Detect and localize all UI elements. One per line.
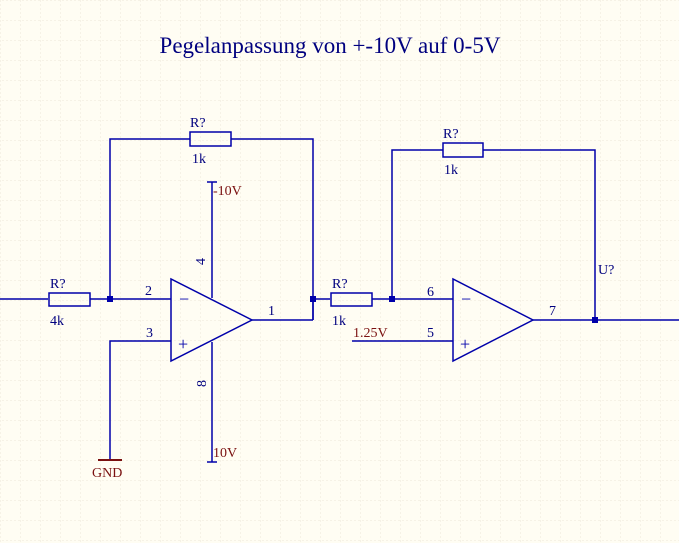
resistor-value: 1k	[444, 163, 458, 178]
junction-dot	[389, 296, 395, 302]
ground-symbol[interactable]: GND	[92, 459, 122, 481]
reference-label: 1.25V	[353, 326, 388, 341]
opamp-2[interactable]: − + 6 5 7 U?	[427, 263, 614, 363]
opamp-minus-sign: −	[179, 289, 189, 309]
power-label: -10V	[213, 184, 242, 199]
opamp-plus-sign: +	[178, 334, 188, 354]
pin-number: 4	[194, 258, 209, 265]
junction-dot	[310, 296, 316, 302]
feedback-wire-1	[109, 138, 190, 299]
resistor-value: 1k	[192, 152, 206, 167]
ground-wire	[109, 340, 171, 460]
resistor-value: 4k	[50, 314, 64, 329]
opamp-1[interactable]: − + 2 3 1 4 8	[145, 258, 275, 387]
power-port-top[interactable]: -10V	[207, 181, 242, 199]
opamp-minus-sign: −	[461, 289, 471, 309]
resistor-r-series2[interactable]: R? 1k	[330, 277, 373, 329]
reference-port[interactable]: 1.25V	[353, 326, 388, 341]
pin-number: 3	[146, 326, 153, 341]
junction-dot	[592, 317, 598, 323]
resistor-designator: R?	[190, 116, 206, 131]
resistor-r-input[interactable]: R? 4k	[48, 277, 91, 329]
ground-label: GND	[92, 466, 122, 481]
feedback-wire-2	[391, 149, 443, 299]
opamp-plus-sign: +	[460, 334, 470, 354]
junctions	[107, 296, 598, 323]
pin-number: 6	[427, 285, 434, 300]
resistor-r-feedback2[interactable]: R? 1k	[442, 127, 484, 178]
opamp-designator: U?	[598, 263, 614, 278]
opamp-triangle	[170, 277, 254, 363]
pin-number: 5	[427, 326, 434, 341]
pin-number: 8	[195, 380, 210, 387]
power-port-bottom[interactable]: 10V	[207, 446, 237, 463]
resistor-designator: R?	[50, 277, 66, 292]
pin-number: 7	[549, 304, 556, 319]
opamp-triangle	[452, 277, 535, 363]
pin-number: 2	[145, 284, 152, 299]
power-label: 10V	[213, 446, 237, 461]
schematic-title: Pegelanpassung von +-10V auf 0-5V	[160, 33, 501, 58]
pin-number: 1	[268, 304, 275, 319]
resistor-value: 1k	[332, 314, 346, 329]
resistor-r-feedback1[interactable]: R? 1k	[189, 116, 232, 167]
resistor-designator: R?	[332, 277, 348, 292]
resistor-designator: R?	[443, 127, 459, 142]
wires	[0, 138, 679, 462]
junction-dot	[107, 296, 113, 302]
